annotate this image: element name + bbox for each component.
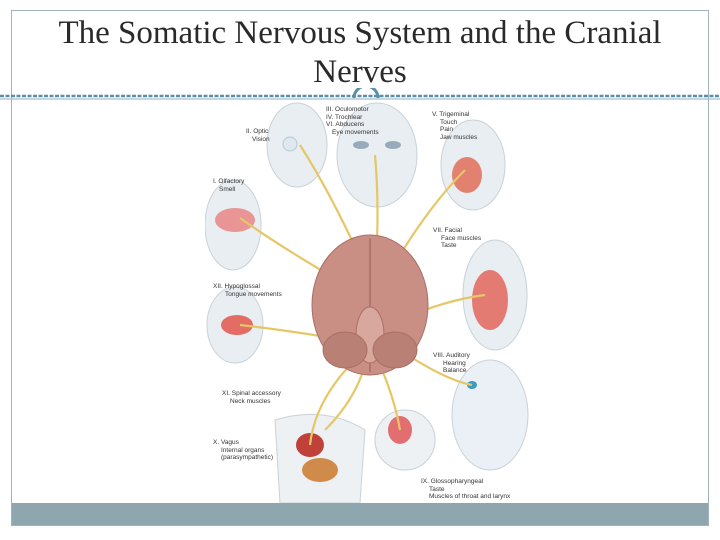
title-line-1: The Somatic Nervous System and the Crani… xyxy=(58,15,662,51)
face-auditory-illustration xyxy=(451,359,529,471)
face-eyes-illustration xyxy=(336,102,418,208)
slide-frame xyxy=(11,10,709,526)
brain-illustration xyxy=(311,234,429,376)
cranial-nerves-illustration xyxy=(205,102,529,503)
slide-title: The Somatic Nervous System and the Crani… xyxy=(14,14,706,92)
torso-vagus-illustration xyxy=(274,413,366,503)
throat-glossopharyngeal-illustration xyxy=(374,409,436,471)
title-divider xyxy=(0,88,720,100)
footer-bar xyxy=(12,503,708,525)
title-line-2: Nerves xyxy=(313,54,407,90)
face-trigeminal-illustration xyxy=(440,119,506,211)
face-facial-illustration xyxy=(462,239,528,351)
face-olfactory-illustration xyxy=(205,179,262,271)
face-hypoglossal-illustration xyxy=(206,286,264,364)
